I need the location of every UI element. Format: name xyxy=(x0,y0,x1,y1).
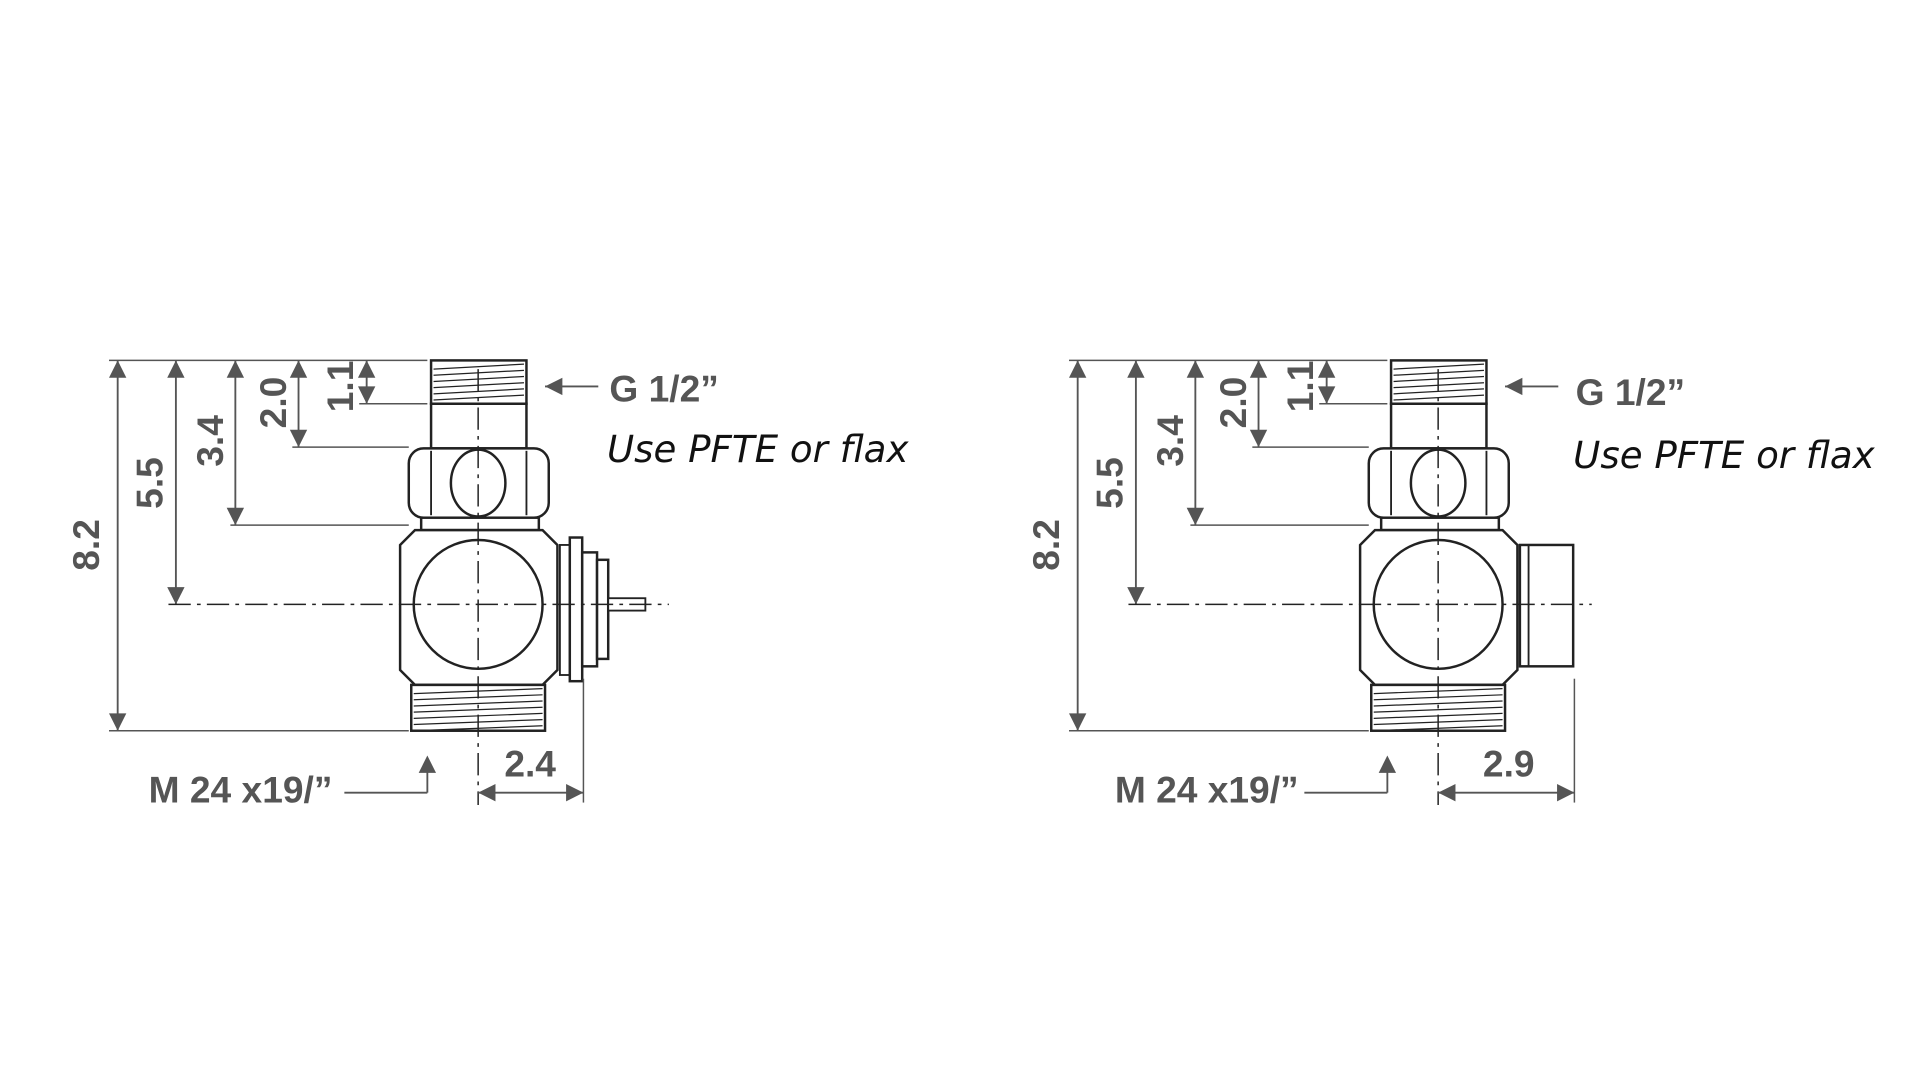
thread-hatch xyxy=(413,706,543,713)
dim-neck-label: 2.0 xyxy=(252,377,294,429)
arrow-head xyxy=(1127,360,1145,378)
insert-cap xyxy=(595,558,610,661)
sealant-note: Use PFTE or flax xyxy=(607,428,909,471)
thread-hatch xyxy=(1393,363,1485,370)
ring xyxy=(419,516,541,532)
insert-ring xyxy=(568,536,584,683)
arrow-head xyxy=(418,755,437,773)
arrow-head xyxy=(545,377,563,396)
dim-nut-label: 3.4 xyxy=(1149,415,1191,467)
arrow-head xyxy=(478,783,496,802)
thread-hatch xyxy=(1373,706,1503,713)
arrow-head xyxy=(1186,360,1205,378)
insert-flange xyxy=(558,544,571,676)
dim-center-label: 5.5 xyxy=(128,457,170,509)
thread-hatch xyxy=(1373,700,1503,707)
arrow-head xyxy=(289,360,308,378)
arrow-head xyxy=(1069,360,1087,378)
dim-offset-label: 2.4 xyxy=(504,743,556,785)
arrow-head xyxy=(167,587,185,605)
dim-center-label: 5.5 xyxy=(1088,457,1130,509)
dim-total-label: 8.2 xyxy=(65,519,107,571)
thread-top-label: G 1/2” xyxy=(609,367,718,409)
arrow-head xyxy=(1069,713,1087,731)
arrow-head xyxy=(1438,783,1456,802)
arrow-head xyxy=(167,360,185,378)
arrow-head xyxy=(1186,507,1205,526)
arrow-head xyxy=(357,360,376,378)
insert-body xyxy=(580,551,599,668)
arrow-head xyxy=(109,713,127,731)
thread-hatch xyxy=(413,700,543,707)
arrow-head xyxy=(1557,783,1575,802)
arrow-head xyxy=(1317,360,1336,378)
arrow-head xyxy=(226,360,245,378)
arrow-head xyxy=(289,429,308,448)
thread-bottom-label: M 24 x19/” xyxy=(149,769,333,811)
valve-drawing-right xyxy=(1069,359,1592,806)
arrow-head xyxy=(109,360,127,378)
thread-hatch xyxy=(433,363,525,370)
dim-thread-label: 1.1 xyxy=(1279,361,1321,413)
arrow-head xyxy=(1249,360,1268,378)
arrow-head xyxy=(1317,386,1336,404)
arrow-head xyxy=(566,783,584,802)
arrow-head xyxy=(1127,587,1145,605)
dim-nut-label: 3.4 xyxy=(189,415,231,467)
arrow-head xyxy=(1505,377,1523,396)
dim-neck-label: 2.0 xyxy=(1212,377,1254,429)
sealant-note: Use PFTE or flax xyxy=(1573,434,1875,477)
thread-top-label: G 1/2” xyxy=(1576,371,1685,413)
valve-drawing-left xyxy=(109,359,669,806)
ring xyxy=(1379,516,1501,532)
dim-offset-label: 2.9 xyxy=(1483,743,1535,785)
dim-thread-label: 1.1 xyxy=(319,361,361,413)
arrow-head xyxy=(226,507,245,526)
thread-bottom-label: M 24 x19/” xyxy=(1115,769,1299,811)
arrow-head xyxy=(1378,755,1397,773)
arrow-head xyxy=(1249,429,1268,448)
dim-total-label: 8.2 xyxy=(1025,519,1067,571)
arrow-head xyxy=(357,386,376,404)
